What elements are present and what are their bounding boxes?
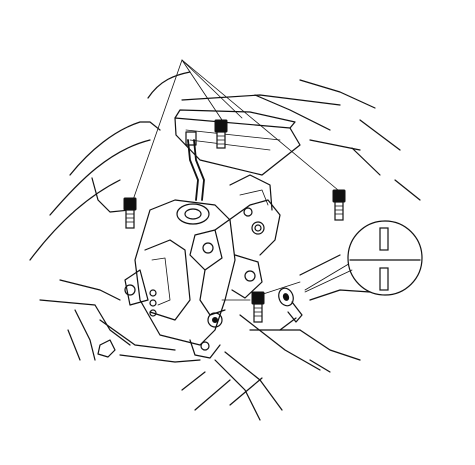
shift-cables: [181, 314, 321, 421]
magnifier-detail-icon: [304, 220, 423, 296]
bolt-icon: [251, 291, 265, 323]
bolt-lower-left: [97, 339, 116, 358]
bolt-icon: [214, 119, 228, 149]
bolt-icon: [332, 189, 346, 221]
cable-clip: [278, 287, 303, 331]
bolt-bottom: [251, 291, 265, 323]
leader-lines: [132, 59, 353, 297]
bolt-icon: [97, 339, 116, 358]
detail-magnifier: [304, 220, 423, 296]
shifter-housing: [124, 174, 281, 359]
bolt-icon: [123, 197, 137, 229]
bolt-left: [123, 197, 137, 229]
bolt-top-left: [214, 119, 228, 149]
shift-lever: [176, 131, 210, 225]
bolt-right: [332, 189, 346, 221]
top-bracket: [174, 109, 301, 176]
right-panel: [229, 254, 371, 406]
console-housing: [29, 71, 421, 363]
clip-icon: [278, 287, 303, 331]
